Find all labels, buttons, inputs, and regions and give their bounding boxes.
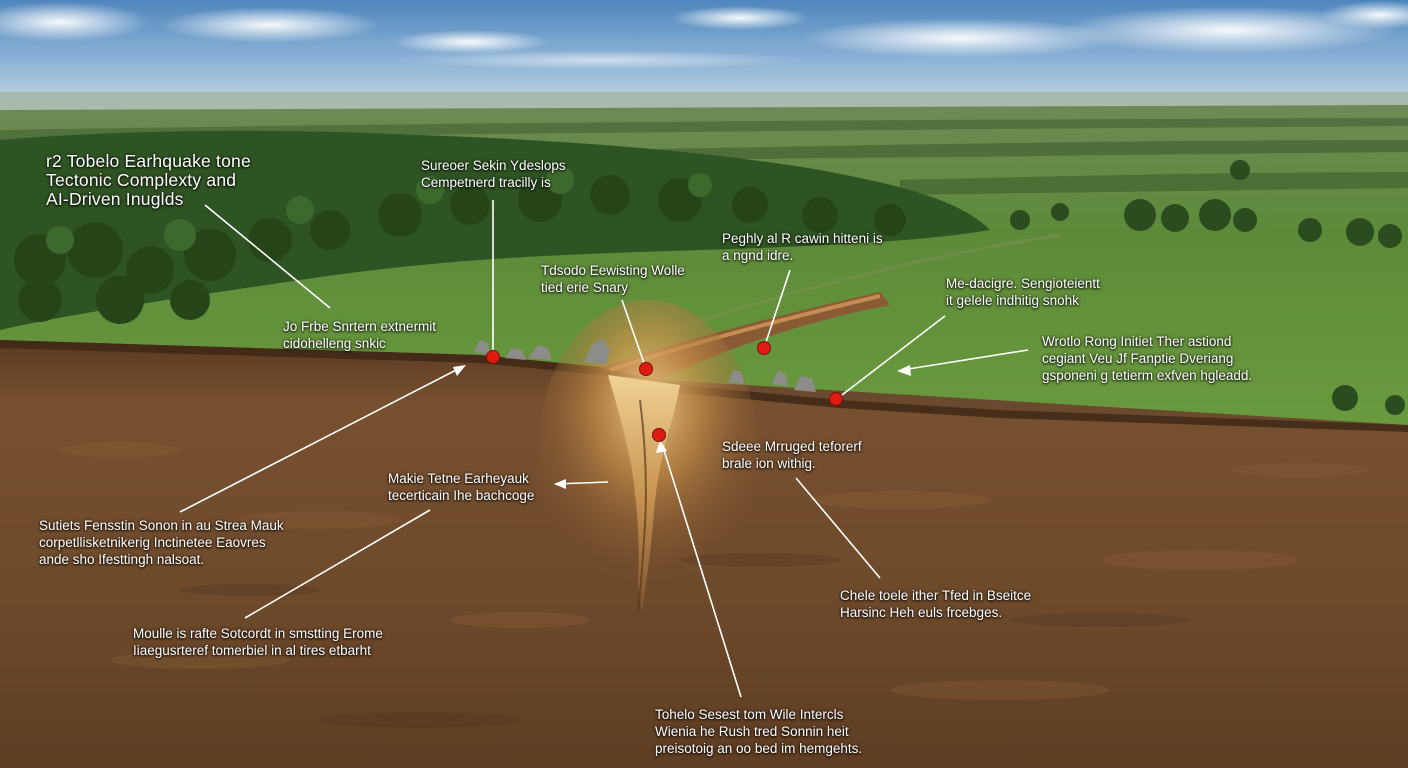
marker-dot [757, 341, 771, 355]
marker-dot [829, 392, 843, 406]
rock-debris [474, 338, 816, 392]
label-top-mid: Peghly al R cawin hitteni is a ngnd idre… [722, 231, 883, 263]
label-right-fault: Sdeee Mrruged teforerf brale ion withig. [722, 439, 862, 471]
label-right-mid: Wrotlo Rong Initiet Ther astiond cegiant… [1042, 334, 1253, 383]
diagram-title: r2 Tobelo Earhquake tone Tectonic Comple… [46, 151, 251, 209]
marker-dot [652, 428, 666, 442]
label-left-surface: Jo Frbe Snrtern extnermit cidohelleng sn… [283, 319, 437, 351]
leader-arrowheads [453, 365, 911, 489]
label-top-center: Sureoer Sekin Ydeslops Cempetnerd tracil… [421, 158, 566, 190]
clouds [0, 1, 1408, 70]
label-right-upper: Me-dacigre. Sengioteientt it gelele indh… [946, 276, 1100, 308]
forest [0, 130, 990, 330]
label-left-mid: Sutiets Fensstin Sonon in au Strea Mauk … [39, 518, 284, 567]
label-mid-center: Tdsodo Eewisting Wolle tied erie Snary [541, 263, 685, 295]
marker-dot [486, 350, 500, 364]
label-bottom-left: Moulle is rafte Sotcordt in smstting Ero… [133, 626, 383, 658]
label-center-fault: Makie Tetne Earheyauk tecerticain Ihe ba… [388, 471, 535, 503]
label-bottom-center: Tohelo Sesest tom Wile Intercls Wienia h… [655, 707, 863, 756]
epicenter-markers [486, 341, 843, 442]
label-right-bottom: Chele toele ither Tfed in Bseitce Harsin… [840, 588, 1032, 620]
leader-lines [179, 200, 1029, 698]
marker-dot [639, 362, 653, 376]
